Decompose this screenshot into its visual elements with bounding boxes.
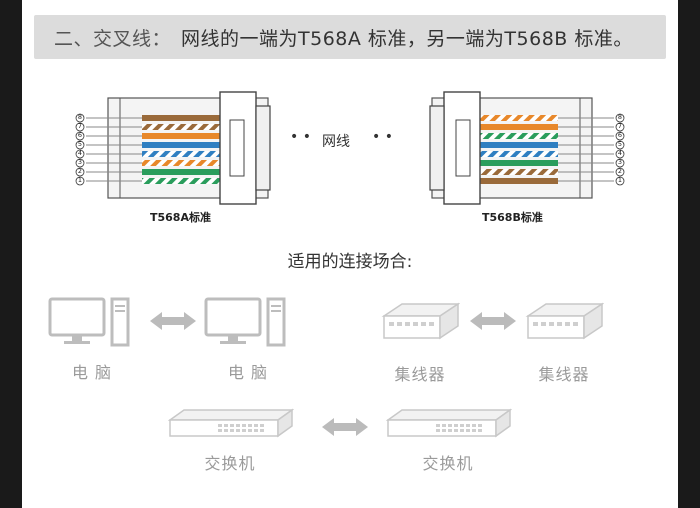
pin-number: 5 <box>617 140 623 148</box>
wire-blue <box>142 142 220 148</box>
pin-number: 1 <box>77 176 83 184</box>
pin-number: 7 <box>617 122 623 130</box>
pin-number: 3 <box>77 158 83 166</box>
right-connector <box>429 91 614 205</box>
double-arrow-icon <box>470 312 516 330</box>
pin-number: 1 <box>617 176 623 184</box>
hub-icon <box>381 302 460 340</box>
switch-caption-right: 交换机 <box>422 454 474 473</box>
switch-icon <box>168 408 294 438</box>
pin-number: 8 <box>617 113 623 121</box>
computer-caption-left: 电 脑 <box>71 363 113 382</box>
banner-text: 网线的一端为T568A 标准，另一端为T568B 标准。 <box>181 27 633 50</box>
dots-right: • • <box>372 129 393 145</box>
pin-number: 4 <box>617 149 623 157</box>
right-pin-numbers: 8 7 6 5 4 3 2 1 <box>616 113 624 185</box>
hub-icon <box>525 302 604 340</box>
wire-white-green <box>142 178 220 184</box>
wire-white-orange <box>480 115 558 121</box>
pin-number: 4 <box>77 149 83 157</box>
t568a-label: T568A标准 <box>150 211 211 224</box>
wire-orange <box>480 124 558 130</box>
wire-brown <box>142 115 220 121</box>
cable-label: 网线 <box>322 134 350 150</box>
wire-white-orange <box>142 160 220 166</box>
computer-icon <box>204 297 286 347</box>
switch-icon <box>386 408 512 438</box>
computer-icon <box>48 297 130 347</box>
switch-caption-left: 交换机 <box>204 454 256 473</box>
computer-caption-right: 电 脑 <box>227 363 269 382</box>
pin-number: 6 <box>77 131 83 139</box>
pin-number: 2 <box>77 167 83 175</box>
scenarios-title: 适用的连接场合: <box>287 252 413 272</box>
t568b-label: T568B标准 <box>482 211 543 224</box>
wire-white-brown <box>142 124 220 130</box>
wire-white-blue <box>480 151 558 157</box>
wire-white-brown <box>480 169 558 175</box>
pin-number: 5 <box>77 140 83 148</box>
hub-caption-left: 集线器 <box>394 365 446 384</box>
wire-white-green <box>480 133 558 139</box>
section-heading: 二、交叉线： <box>54 27 172 50</box>
page: 二、交叉线： 网线的一端为T568A 标准，另一端为T568B 标准。 <box>22 0 678 508</box>
wire-white-blue <box>142 151 220 157</box>
left-pin-numbers: 8 7 6 5 4 3 2 1 <box>76 113 84 185</box>
left-connector <box>86 91 271 205</box>
pin-number: 7 <box>77 122 83 130</box>
pin-number: 2 <box>617 167 623 175</box>
wire-brown <box>480 178 558 184</box>
pin-number: 6 <box>617 131 623 139</box>
hub-caption-right: 集线器 <box>538 365 590 384</box>
rj45-crossover-diagram <box>75 91 625 205</box>
pin-number: 3 <box>617 158 623 166</box>
double-arrow-icon <box>150 312 196 330</box>
wire-green <box>142 169 220 175</box>
wire-green <box>480 160 558 166</box>
dots-left: • • <box>290 129 311 145</box>
title-banner: 二、交叉线： 网线的一端为T568A 标准，另一端为T568B 标准。 <box>34 15 666 59</box>
wire-blue <box>480 142 558 148</box>
wire-orange <box>142 133 220 139</box>
double-arrow-icon <box>322 418 368 436</box>
pin-number: 8 <box>77 113 83 121</box>
